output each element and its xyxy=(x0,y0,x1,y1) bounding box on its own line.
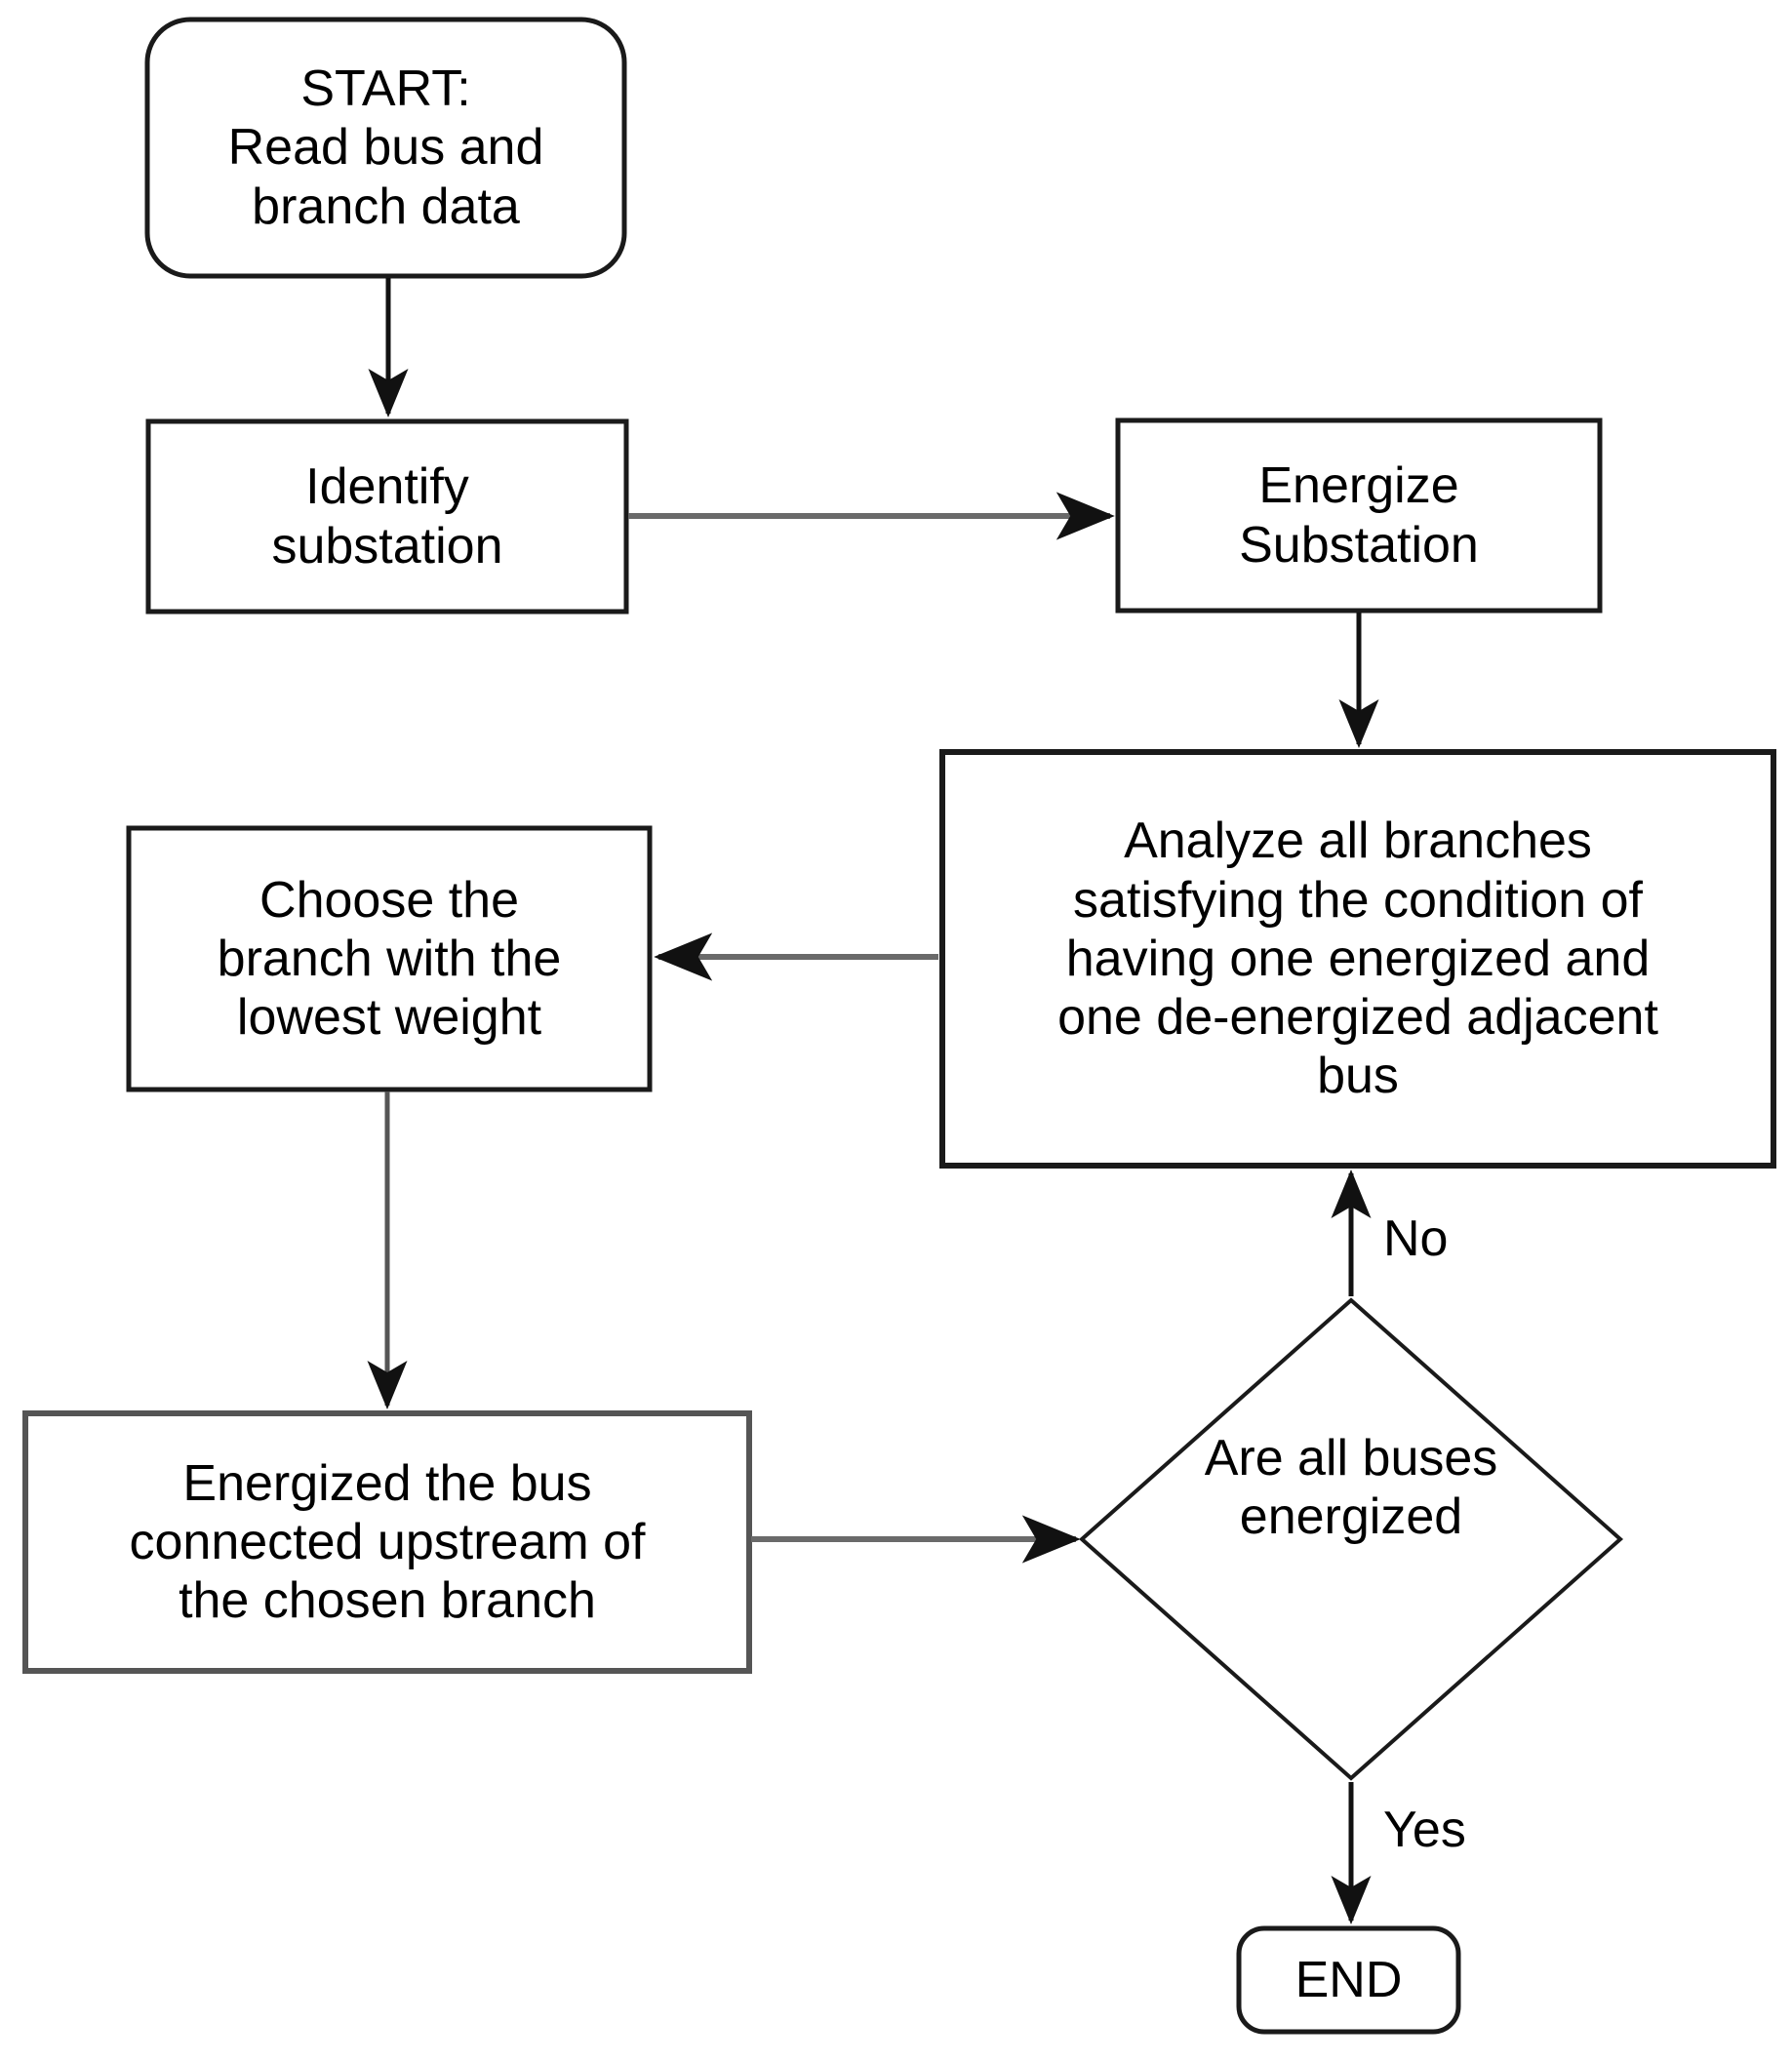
node-identify-substation-shape[interactable] xyxy=(145,418,629,615)
node-analyze-branches-shape[interactable] xyxy=(939,749,1776,1169)
node-start-shape[interactable] xyxy=(144,17,627,279)
node-energize-bus-shape[interactable] xyxy=(22,1410,752,1674)
node-choose-branch-shape[interactable] xyxy=(126,825,653,1092)
node-end-shape[interactable] xyxy=(1236,1925,1461,2035)
node-energize-substation-shape[interactable] xyxy=(1115,417,1603,614)
edge-label-yes: Yes xyxy=(1383,1802,1466,1858)
node-decision-all-energized-shape[interactable] xyxy=(1078,1297,1624,1781)
edge-label-no: No xyxy=(1383,1210,1449,1267)
